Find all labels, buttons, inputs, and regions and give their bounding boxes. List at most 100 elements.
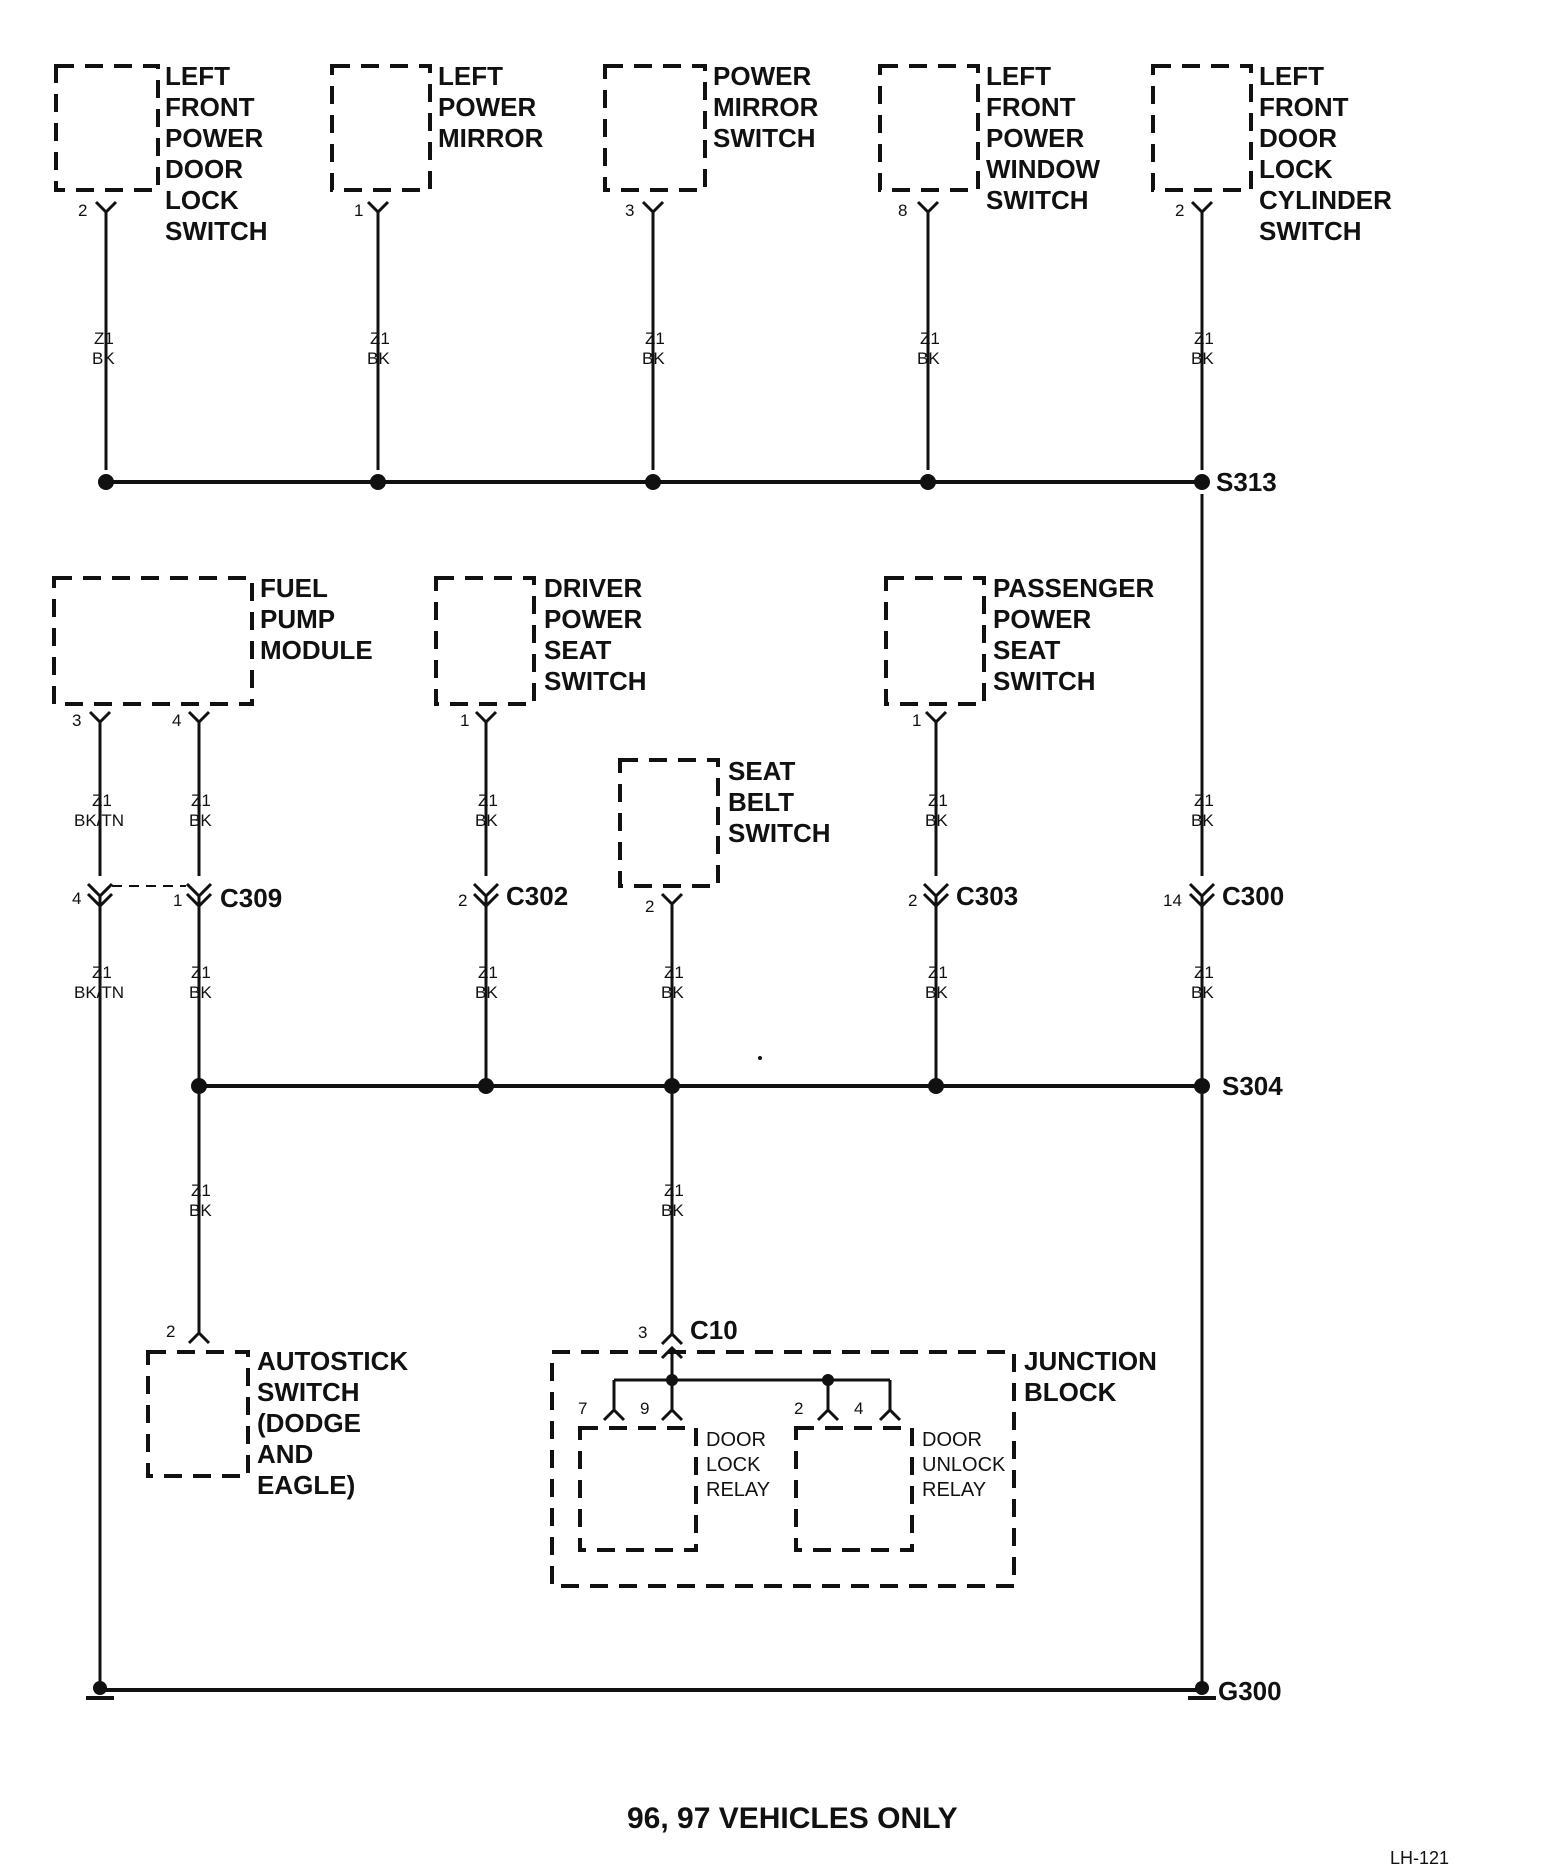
svg-text:BK: BK [642,349,665,368]
svg-text:7: 7 [578,1399,587,1418]
svg-text:BELT: BELT [728,787,794,817]
svg-text:Z1: Z1 [191,1181,211,1200]
left-power-mirror-box [330,64,432,192]
splice-s304-label: S304 [1222,1071,1283,1101]
svg-text:BK: BK [1191,349,1214,368]
svg-text:MIRROR: MIRROR [713,92,819,122]
fuel-pump-wire-left: 3 Z1 BK/TN 4 Z1 BK/TN [72,710,124,1682]
svg-text:SWITCH: SWITCH [986,185,1089,215]
svg-text:8: 8 [898,201,907,220]
top-wire-5: 2 Z1 BK [1175,200,1214,470]
svg-text:1: 1 [912,711,921,730]
svg-text:DOOR: DOOR [706,1429,766,1451]
svg-text:Z1: Z1 [94,329,114,348]
connector-c303-label: C303 [956,881,1018,911]
svg-text:BK: BK [917,349,940,368]
junction-block-internal-wiring: 7 9 2 4 [578,1345,902,1422]
driver-power-seat-switch-box [434,576,536,706]
svg-text:(DODGE: (DODGE [257,1408,361,1438]
lf-window-switch-label: LEFT FRONT POWER WINDOW SWITCH [986,61,1101,215]
svg-text:BK: BK [475,811,498,830]
connector-c10-label: C10 [690,1315,738,1345]
seat-belt-switch-label: SEAT BELT SWITCH [728,756,831,848]
svg-text:9: 9 [640,1399,649,1418]
svg-text:POWER: POWER [986,123,1084,153]
svg-text:POWER: POWER [993,604,1091,634]
svg-text:Z1: Z1 [928,791,948,810]
autostick-switch-box [146,1350,250,1478]
svg-text:SEAT: SEAT [993,635,1061,665]
passenger-power-seat-switch-label: PASSENGER POWER SEAT SWITCH [993,573,1155,696]
svg-text:BK: BK [1191,811,1214,830]
svg-text:POWER: POWER [544,604,642,634]
svg-text:FUEL: FUEL [260,573,328,603]
ground-g300-bus: G300 [86,1676,1282,1706]
svg-text:FRONT: FRONT [165,92,255,122]
autostick-wire: Z1 BK 2 [166,1094,212,1345]
svg-text:BK/TN: BK/TN [74,983,124,1002]
svg-text:1: 1 [173,891,182,910]
connector-c302-label: C302 [506,881,568,911]
svg-text:Z1: Z1 [664,963,684,982]
connector-c309-label: C309 [220,883,282,913]
seat-belt-wire: 2 Z1 BK [645,892,684,1080]
svg-text:Z1: Z1 [1194,963,1214,982]
door-unlock-relay-box [794,1426,914,1552]
svg-text:14: 14 [1163,891,1182,910]
top-wire-3: 3 Z1 BK [625,200,665,470]
svg-text:PASSENGER: PASSENGER [993,573,1155,603]
svg-text:Z1: Z1 [920,329,940,348]
lf-door-lock-switch-box [54,64,160,192]
svg-text:BK: BK [1191,983,1214,1002]
svg-text:4: 4 [172,711,181,730]
top-wire-1: 2 Z1 BK [78,200,118,470]
power-mirror-switch-label: POWER MIRROR SWITCH [713,61,819,153]
svg-text:Z1: Z1 [478,791,498,810]
svg-text:BK/TN: BK/TN [74,811,124,830]
svg-text:LEFT: LEFT [165,61,230,91]
svg-text:2: 2 [1175,201,1184,220]
top-wire-4: 8 Z1 BK [898,200,940,470]
power-mirror-switch-box [603,64,707,192]
svg-text:3: 3 [625,201,634,220]
svg-text:POWER: POWER [165,123,263,153]
fuel-pump-module-label: FUEL PUMP MODULE [260,573,373,665]
stray-mark [758,1056,762,1060]
svg-text:FRONT: FRONT [986,92,1076,122]
svg-text:SWITCH: SWITCH [1259,216,1362,246]
svg-text:BK: BK [925,811,948,830]
autostick-switch-label: AUTOSTICK SWITCH (DODGE AND EAGLE) [257,1346,408,1500]
svg-text:BK: BK [367,349,390,368]
lf-window-switch-box [878,64,980,192]
top-wire-2: 1 Z1 BK [354,200,390,470]
svg-text:LOCK: LOCK [1259,154,1333,184]
svg-text:LEFT: LEFT [986,61,1051,91]
svg-text:DOOR: DOOR [165,154,243,184]
lf-door-lock-cylinder-switch-box [1151,64,1253,192]
svg-text:3: 3 [638,1323,647,1342]
svg-text:2: 2 [166,1322,175,1341]
svg-text:DOOR: DOOR [1259,123,1337,153]
driver-seat-wire: 1 Z1 BK 2 C302 Z1 BK [458,710,568,1080]
svg-text:POWER: POWER [438,92,536,122]
left-power-mirror-label: LEFT POWER MIRROR [438,61,544,153]
svg-text:4: 4 [854,1399,863,1418]
svg-text:JUNCTION: JUNCTION [1024,1346,1157,1376]
svg-text:Z1: Z1 [92,963,112,982]
svg-text:SWITCH: SWITCH [993,666,1096,696]
svg-text:Z1: Z1 [370,329,390,348]
door-lock-relay-label: DOOR LOCK RELAY [706,1429,770,1501]
svg-text:AUTOSTICK: AUTOSTICK [257,1346,408,1376]
svg-text:2: 2 [645,897,654,916]
svg-text:1: 1 [460,711,469,730]
svg-text:BK: BK [661,1201,684,1220]
svg-text:SWITCH: SWITCH [544,666,647,696]
page-code: LH-121 [1390,1848,1449,1868]
svg-text:2: 2 [794,1399,803,1418]
door-unlock-relay-label: DOOR UNLOCK RELAY [922,1429,1006,1501]
svg-text:POWER: POWER [713,61,811,91]
fuel-pump-module-box [52,576,254,706]
svg-text:RELAY: RELAY [922,1479,986,1501]
svg-text:Z1: Z1 [1194,329,1214,348]
